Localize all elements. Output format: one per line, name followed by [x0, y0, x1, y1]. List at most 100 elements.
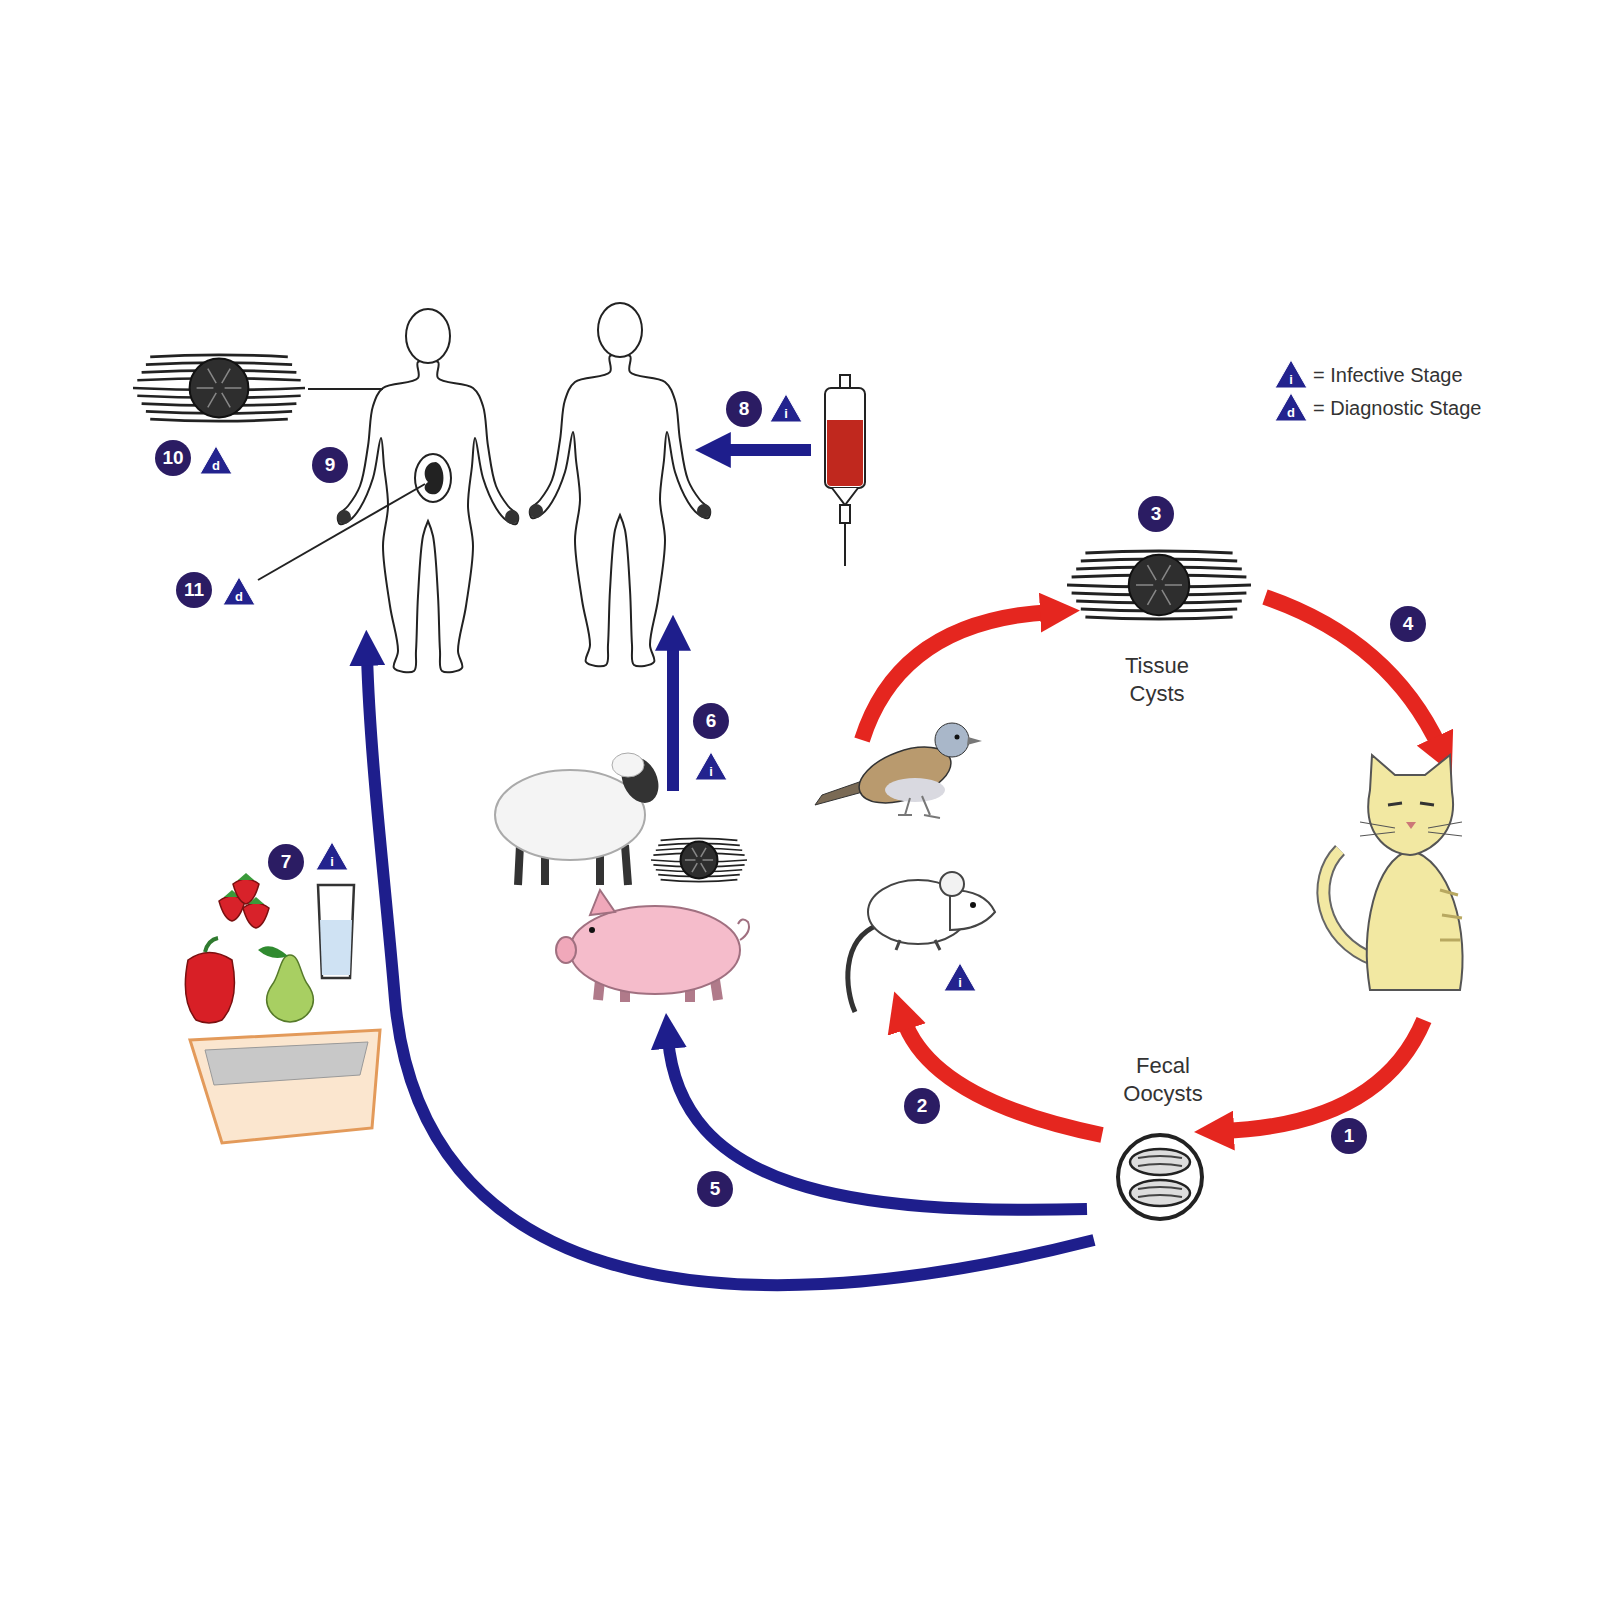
- bag: [825, 388, 865, 488]
- stage-letter: i: [778, 406, 794, 422]
- bradyzoite: [1147, 565, 1156, 580]
- human-head: [598, 303, 642, 357]
- muscle-fiber: [1085, 551, 1232, 553]
- bradyzoite: [208, 369, 216, 384]
- bradyzoite: [1165, 584, 1182, 586]
- cyst-body: [190, 359, 249, 418]
- bird-eye: [955, 735, 960, 740]
- callout-number: 1: [1331, 1118, 1367, 1154]
- stage-label-box: Tissue Cysts: [1107, 652, 1207, 708]
- stage-triangle: [1275, 360, 1307, 388]
- mouse-feet: [896, 940, 940, 950]
- red-arrow: [1222, 1020, 1424, 1131]
- callout-number: 11: [176, 572, 212, 608]
- sporocyst: [1130, 1180, 1190, 1206]
- pig-snout: [556, 937, 576, 963]
- stage-letter: d: [231, 589, 247, 605]
- blue-arrow: [667, 640, 679, 791]
- sporozoite: [1138, 1195, 1182, 1197]
- legend-text: = Infective Stage: [1313, 363, 1463, 387]
- bradyzoite: [222, 393, 230, 408]
- muscle-fiber: [1085, 617, 1232, 619]
- mouse-tail: [848, 925, 878, 1012]
- pepper-stem: [205, 938, 218, 952]
- bradyzoite: [701, 863, 706, 872]
- cat-eyes: [1388, 803, 1434, 805]
- human-head: [406, 309, 450, 363]
- glass: [318, 885, 354, 978]
- sporozoite: [1138, 1164, 1182, 1166]
- litter: [205, 1042, 368, 1085]
- pear-leaf: [258, 946, 288, 958]
- hand: [529, 504, 543, 518]
- cat-nose: [1406, 822, 1416, 829]
- sporozoite: [1138, 1187, 1182, 1189]
- muscle-fiber: [661, 838, 738, 840]
- cat-whiskers: [1360, 822, 1462, 836]
- cyst-body: [681, 842, 718, 879]
- tissue-cyst: [651, 838, 747, 881]
- stage-letter: i: [952, 975, 968, 991]
- hand: [697, 504, 711, 518]
- pig-tail: [738, 919, 749, 940]
- bradyzoite: [197, 387, 214, 389]
- red-arrow: [862, 612, 1052, 740]
- stage-letter: i: [703, 764, 719, 780]
- bird: [815, 723, 982, 818]
- stage-letter: i: [324, 854, 340, 870]
- fetus: [425, 462, 444, 494]
- pear: [267, 955, 313, 1022]
- hand: [505, 510, 519, 524]
- bradyzoite: [685, 859, 696, 861]
- strawberry: [243, 903, 269, 928]
- bradyzoite: [1162, 565, 1171, 580]
- oocyst: [1118, 1135, 1202, 1219]
- cat: [1323, 755, 1462, 990]
- human-figure: [337, 309, 519, 672]
- bag-neck: [832, 488, 858, 505]
- cat-body: [1367, 850, 1463, 990]
- stage-triangle: [1275, 393, 1307, 421]
- arrows: [367, 450, 1440, 1285]
- stage-triangles: [200, 360, 1307, 991]
- bradyzoite: [208, 393, 216, 408]
- human-outline: [338, 360, 518, 673]
- strawberry-leaf: [238, 873, 254, 880]
- callout-number: 8: [726, 391, 762, 427]
- callout-number: 2: [904, 1088, 940, 1124]
- blood: [827, 420, 863, 486]
- bradyzoite: [703, 859, 714, 861]
- tube: [844, 523, 846, 566]
- litter-box: [190, 1030, 380, 1143]
- callout-number: 5: [697, 1171, 733, 1207]
- bradyzoite: [222, 369, 230, 384]
- stage-triangle: [223, 577, 255, 605]
- bradyzoite: [692, 848, 697, 857]
- tissue-cyst: [1067, 551, 1251, 619]
- bird-legs: [898, 796, 940, 818]
- bird-beak: [967, 737, 982, 745]
- mouse: [848, 872, 995, 1012]
- stage-triangle: [770, 394, 802, 422]
- stage-triangle: [944, 963, 976, 991]
- legend-text: = Diagnostic Stage: [1313, 396, 1481, 420]
- blue-arrow: [367, 655, 1094, 1285]
- stage-triangle: [200, 446, 232, 474]
- red-arrow: [903, 1018, 1102, 1135]
- human-figure: [529, 303, 711, 666]
- callout-number: 3: [1138, 496, 1174, 532]
- pig-ear: [590, 890, 615, 915]
- drip-chamber: [840, 505, 850, 523]
- pepper: [185, 953, 234, 1024]
- bradyzoite: [701, 848, 706, 857]
- muscle-fiber: [661, 880, 738, 882]
- leader-line: [308, 388, 383, 390]
- mouse-eye: [970, 902, 976, 908]
- bradyzoite: [692, 863, 697, 872]
- strawberry: [233, 879, 259, 904]
- stage-triangle: [316, 842, 348, 870]
- stage-label-box: Fecal Oocysts: [1113, 1052, 1213, 1108]
- oocyst-wall: [1118, 1135, 1202, 1219]
- stage-name: Tissue Cysts: [1107, 652, 1207, 708]
